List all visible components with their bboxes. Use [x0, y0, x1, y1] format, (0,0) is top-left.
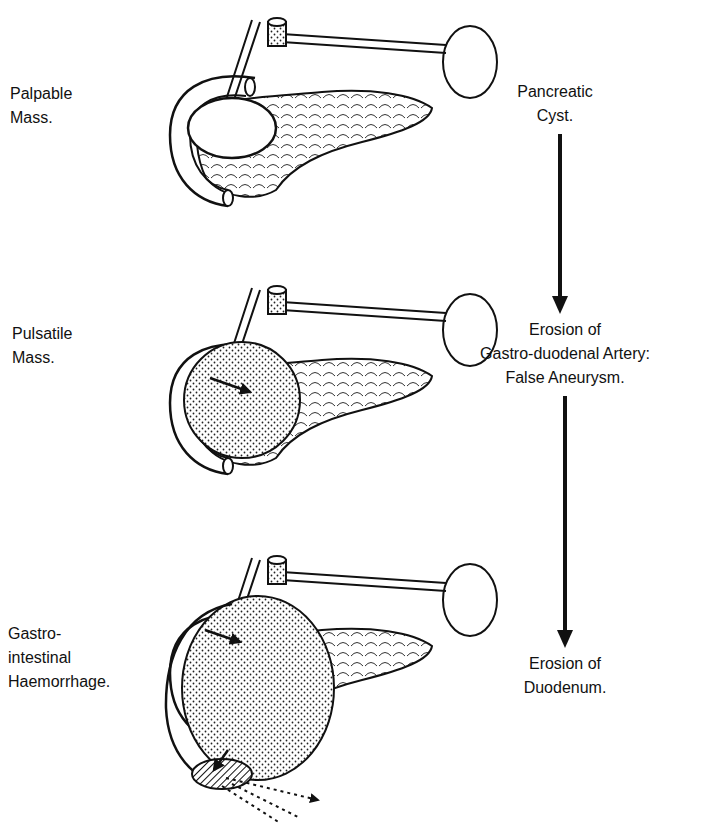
arrow-shaft [558, 134, 562, 298]
stage-label: Erosion of Gastro-duodenal Artery: False… [470, 318, 660, 390]
duodenum [166, 604, 232, 788]
false-aneurysm [184, 342, 300, 458]
panel-cyst [170, 18, 497, 206]
haemorrhage-arrow [222, 786, 280, 823]
stage-label: Pancreatic Cyst. [500, 80, 610, 128]
clinical-sign: Pulsatile Mass. [12, 322, 107, 370]
stage-text: Pancreatic Cyst. [500, 80, 610, 128]
panel-haemorrhage [166, 556, 497, 823]
progression-arrow [557, 396, 573, 648]
stage-label: Erosion of Duodenum. [510, 652, 620, 700]
arrow-head [557, 630, 573, 648]
arrow-head [552, 296, 568, 314]
duodenal-erosion [192, 759, 252, 789]
panel-aneurysm [170, 286, 497, 474]
false-aneurysm [182, 596, 334, 780]
cyst [188, 98, 276, 158]
bleed-arrow [205, 630, 240, 642]
pancreas-drawing [170, 18, 497, 206]
clinical-sign: Palpable Mass. [10, 82, 100, 130]
arrow-shaft [563, 396, 567, 632]
bleed-arrow [210, 378, 250, 392]
bleed-arrow [214, 750, 228, 770]
stage-text: Erosion of Gastro-duodenal Artery: False… [470, 318, 660, 390]
progression-arrow [552, 134, 568, 314]
pancreas-drawing [170, 286, 497, 474]
stage-text: Erosion of Duodenum. [510, 652, 620, 700]
clinical-sign: Gastro-intestinal Haemorrhage. [8, 622, 113, 694]
